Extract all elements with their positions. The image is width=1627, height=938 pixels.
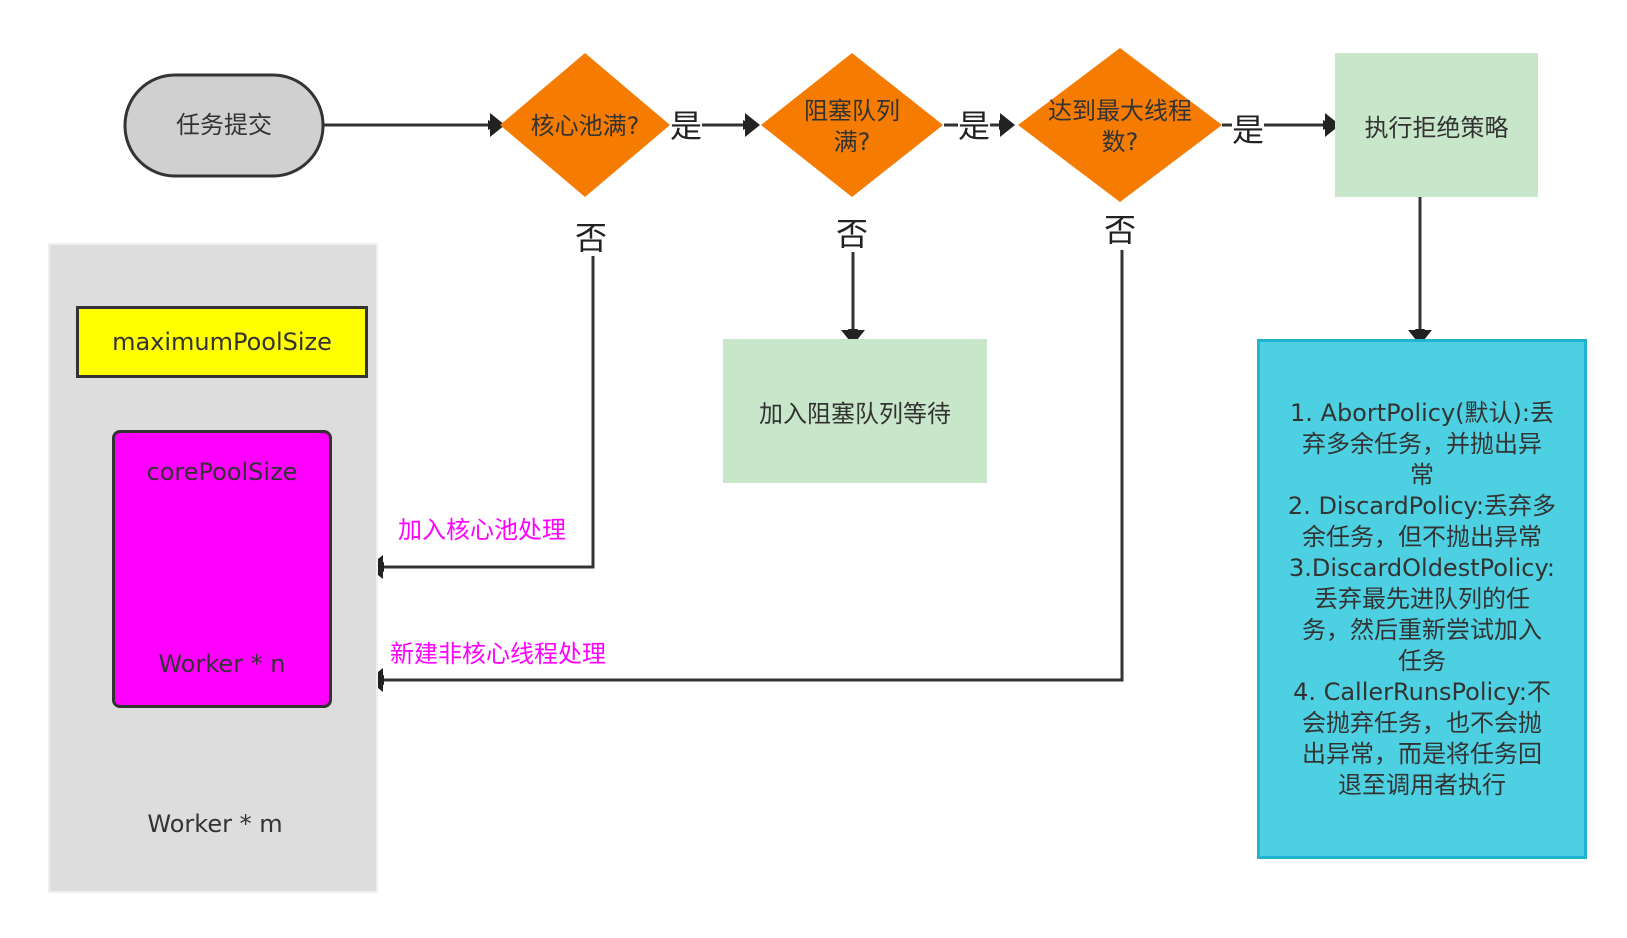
start-terminator [123, 73, 325, 178]
no-label-3: 否 [1104, 211, 1137, 249]
no-label-1: 否 [575, 219, 608, 257]
decision-max-diamond [1018, 48, 1222, 202]
decision-core-label: 核心池满? [530, 111, 640, 140]
policy-line: 任务 [1398, 646, 1446, 675]
policy-line: 常 [1410, 460, 1434, 489]
policy-line: 余任务，但不抛出异常 [1302, 522, 1542, 551]
decision-max-label: 达到最大线程数? [1048, 97, 1192, 156]
queue-wait-label: 加入阻塞队列等待 [759, 399, 951, 428]
reject-action: 执行拒绝策略 [1335, 53, 1538, 197]
core-process-annotation: 加入核心池处理 [398, 516, 566, 544]
yes-label-2: 是 [958, 107, 991, 145]
core-pool-size-label: corePoolSize [146, 458, 298, 486]
policy-line: 1. AbortPolicy(默认):丢 [1290, 398, 1554, 427]
policy-line: 4. CallerRunsPolicy:不 [1293, 677, 1551, 706]
decision-queue-diamond [761, 53, 943, 197]
arrow-core-no [374, 255, 595, 572]
policy-line: 3.DiscardOldestPolicy: [1289, 553, 1555, 582]
core-workers-label: Worker * n [158, 650, 286, 678]
policy-line: 2. DiscardPolicy:丢弃多 [1287, 491, 1557, 520]
policy-line: 丢弃最先进队列的任 [1314, 584, 1530, 613]
start-label: 任务提交 [176, 111, 272, 139]
arrow-max-no [374, 250, 1124, 685]
max-workers-label: Worker * m [147, 810, 283, 838]
policy-line: 出异常，而是将任务回 [1302, 739, 1542, 768]
reject-action-label: 执行拒绝策略 [1364, 113, 1509, 142]
yes-label-1: 是 [670, 107, 703, 145]
queue-wait-action: 加入阻塞队列等待 [723, 339, 987, 483]
maximum-pool-size-label: maximumPoolSize [112, 328, 332, 356]
core-pool-box [112, 430, 332, 708]
decision-core-diamond [500, 53, 670, 197]
decision-queue-label: 阻塞队列满? [804, 97, 900, 156]
maximum-pool-size-box: maximumPoolSize [76, 306, 368, 378]
policy-line: 弃多余任务，并抛出异 [1302, 429, 1542, 458]
no-label-2: 否 [836, 215, 869, 253]
policy-line: 会抛弃任务，也不会抛 [1302, 708, 1542, 737]
policy-line: 务，然后重新尝试加入 [1302, 615, 1542, 644]
yes-label-3: 是 [1232, 111, 1265, 149]
policy-line: 退至调用者执行 [1338, 770, 1506, 799]
rejection-policies-box: 1. AbortPolicy(默认):丢 弃多余任务，并抛出异 常 2. Dis… [1257, 339, 1587, 859]
new-thread-annotation: 新建非核心线程处理 [390, 640, 606, 668]
